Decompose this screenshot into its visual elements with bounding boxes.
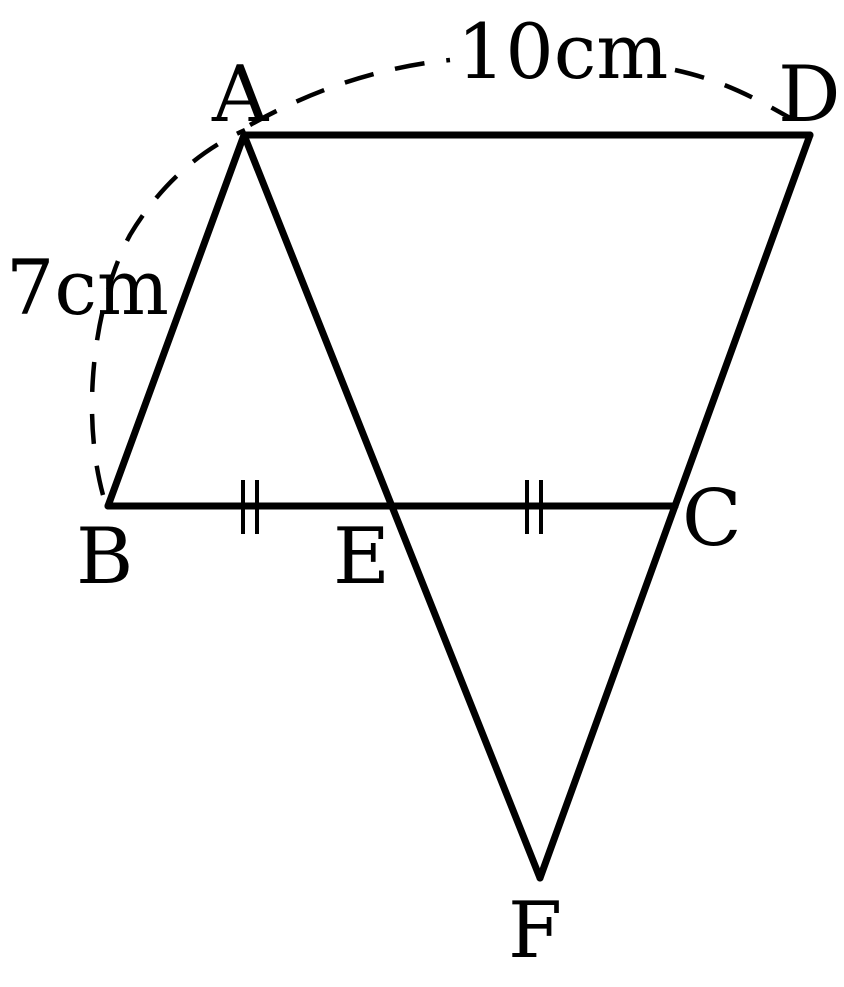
measure-label-ad: 10cm <box>457 7 668 96</box>
segment-dc <box>671 131 814 510</box>
segment-aef <box>240 131 544 882</box>
point-label-b: B <box>76 512 133 602</box>
segment-cf <box>536 502 679 882</box>
point-label-a: A <box>211 50 270 140</box>
arc-ad-measure-right <box>674 67 792 120</box>
point-label-c: C <box>682 474 742 564</box>
measure-label-ab: 7cm <box>6 243 169 332</box>
tick-mark-ec <box>525 480 543 534</box>
point-label-d: D <box>778 50 841 140</box>
point-label-e: E <box>333 512 390 602</box>
arc-ad-measure <box>248 57 451 127</box>
segment-ab <box>104 131 248 510</box>
tick-mark-be <box>241 480 259 534</box>
point-label-f: F <box>508 886 562 976</box>
arc-ab-measure <box>89 127 246 496</box>
